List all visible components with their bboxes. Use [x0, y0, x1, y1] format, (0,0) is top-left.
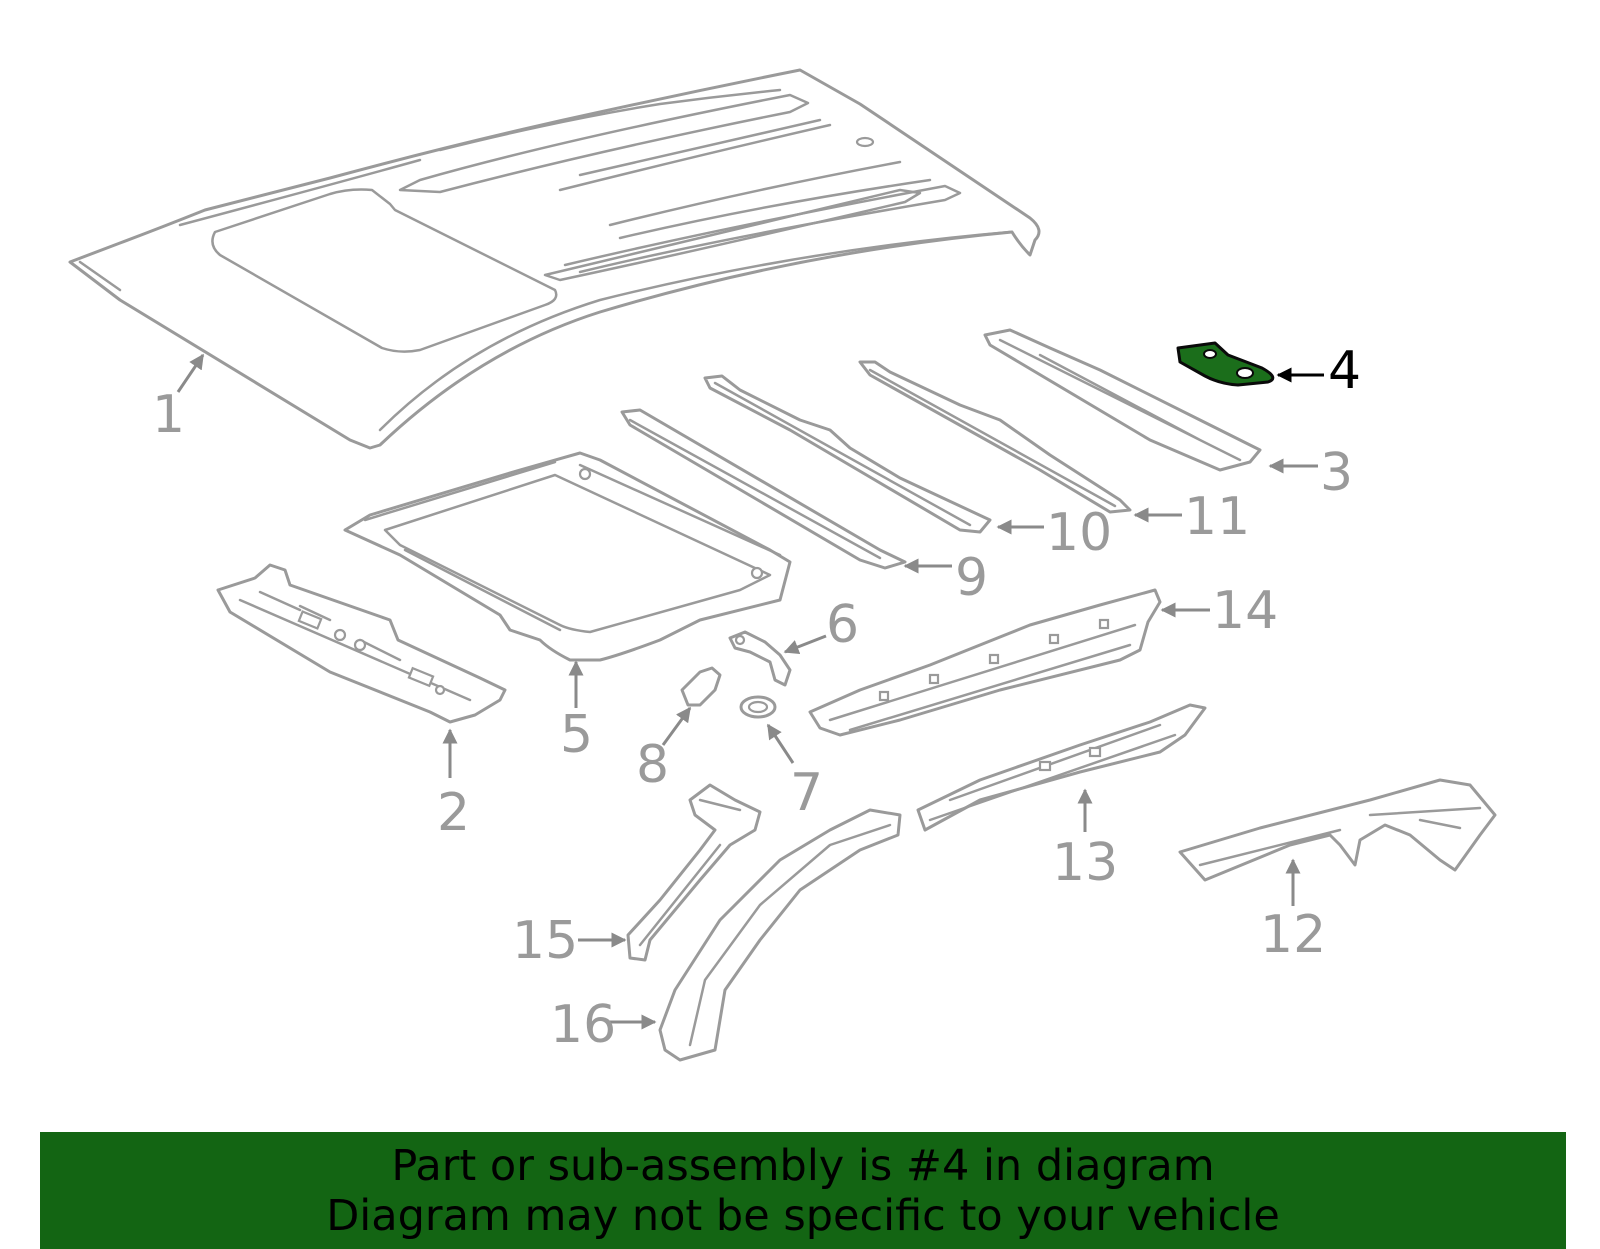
- callout-4: 4: [1328, 341, 1361, 401]
- callout-14: 14: [1212, 581, 1278, 641]
- rear-roof-header-part-3: [983, 328, 1262, 472]
- roof-side-rail-part-14: [808, 588, 1162, 737]
- roof-bow-part-10: [703, 374, 992, 534]
- leader-lines: [176, 353, 1324, 1030]
- banner-line-2: Diagram may not be specific to your vehi…: [326, 1190, 1280, 1241]
- callout-labels: 1 2 3 4 5 6 7 8 9 10 11 12 13 14 15 16: [152, 341, 1361, 1055]
- callout-11: 11: [1184, 487, 1250, 547]
- front-roof-header-part-2: [216, 563, 507, 724]
- sunroof-frame-part-5: [343, 451, 792, 662]
- pillar-reinforcement-part-15: [626, 783, 762, 962]
- bracket-part-4-highlighted: [1176, 341, 1275, 387]
- roof-bow-part-11: [858, 360, 1132, 514]
- leader-7: [766, 723, 795, 764]
- clip-part-8: [680, 666, 722, 707]
- leader-8: [661, 706, 692, 746]
- callout-12: 12: [1260, 905, 1326, 965]
- roof-panel-part-1: [68, 68, 1041, 450]
- callout-13: 13: [1052, 833, 1118, 893]
- leader-6: [783, 634, 827, 655]
- callout-3: 3: [1320, 443, 1353, 503]
- callout-1: 1: [152, 385, 185, 445]
- banner-line-1: Part or sub-assembly is #4 in diagram: [391, 1140, 1215, 1191]
- callout-8: 8: [636, 735, 669, 795]
- callout-15: 15: [512, 911, 578, 971]
- callout-7: 7: [790, 763, 823, 823]
- info-banner: Part or sub-assembly is #4 in diagram Di…: [40, 1132, 1566, 1249]
- callout-16: 16: [550, 995, 616, 1055]
- leader-1: [176, 353, 205, 393]
- front-pillar-part-16: [658, 808, 902, 1062]
- roof-bow-part-9: [620, 408, 907, 570]
- callout-10: 10: [1046, 503, 1112, 563]
- grommet-part-7: [739, 695, 777, 719]
- callout-2: 2: [437, 783, 470, 843]
- roof-side-rail-part-13: [916, 703, 1207, 832]
- bracket-part-6: [728, 630, 792, 687]
- callout-5: 5: [560, 705, 593, 765]
- callout-9: 9: [955, 548, 988, 608]
- callout-6: 6: [826, 595, 859, 655]
- rear-side-rail-part-12: [1178, 778, 1497, 882]
